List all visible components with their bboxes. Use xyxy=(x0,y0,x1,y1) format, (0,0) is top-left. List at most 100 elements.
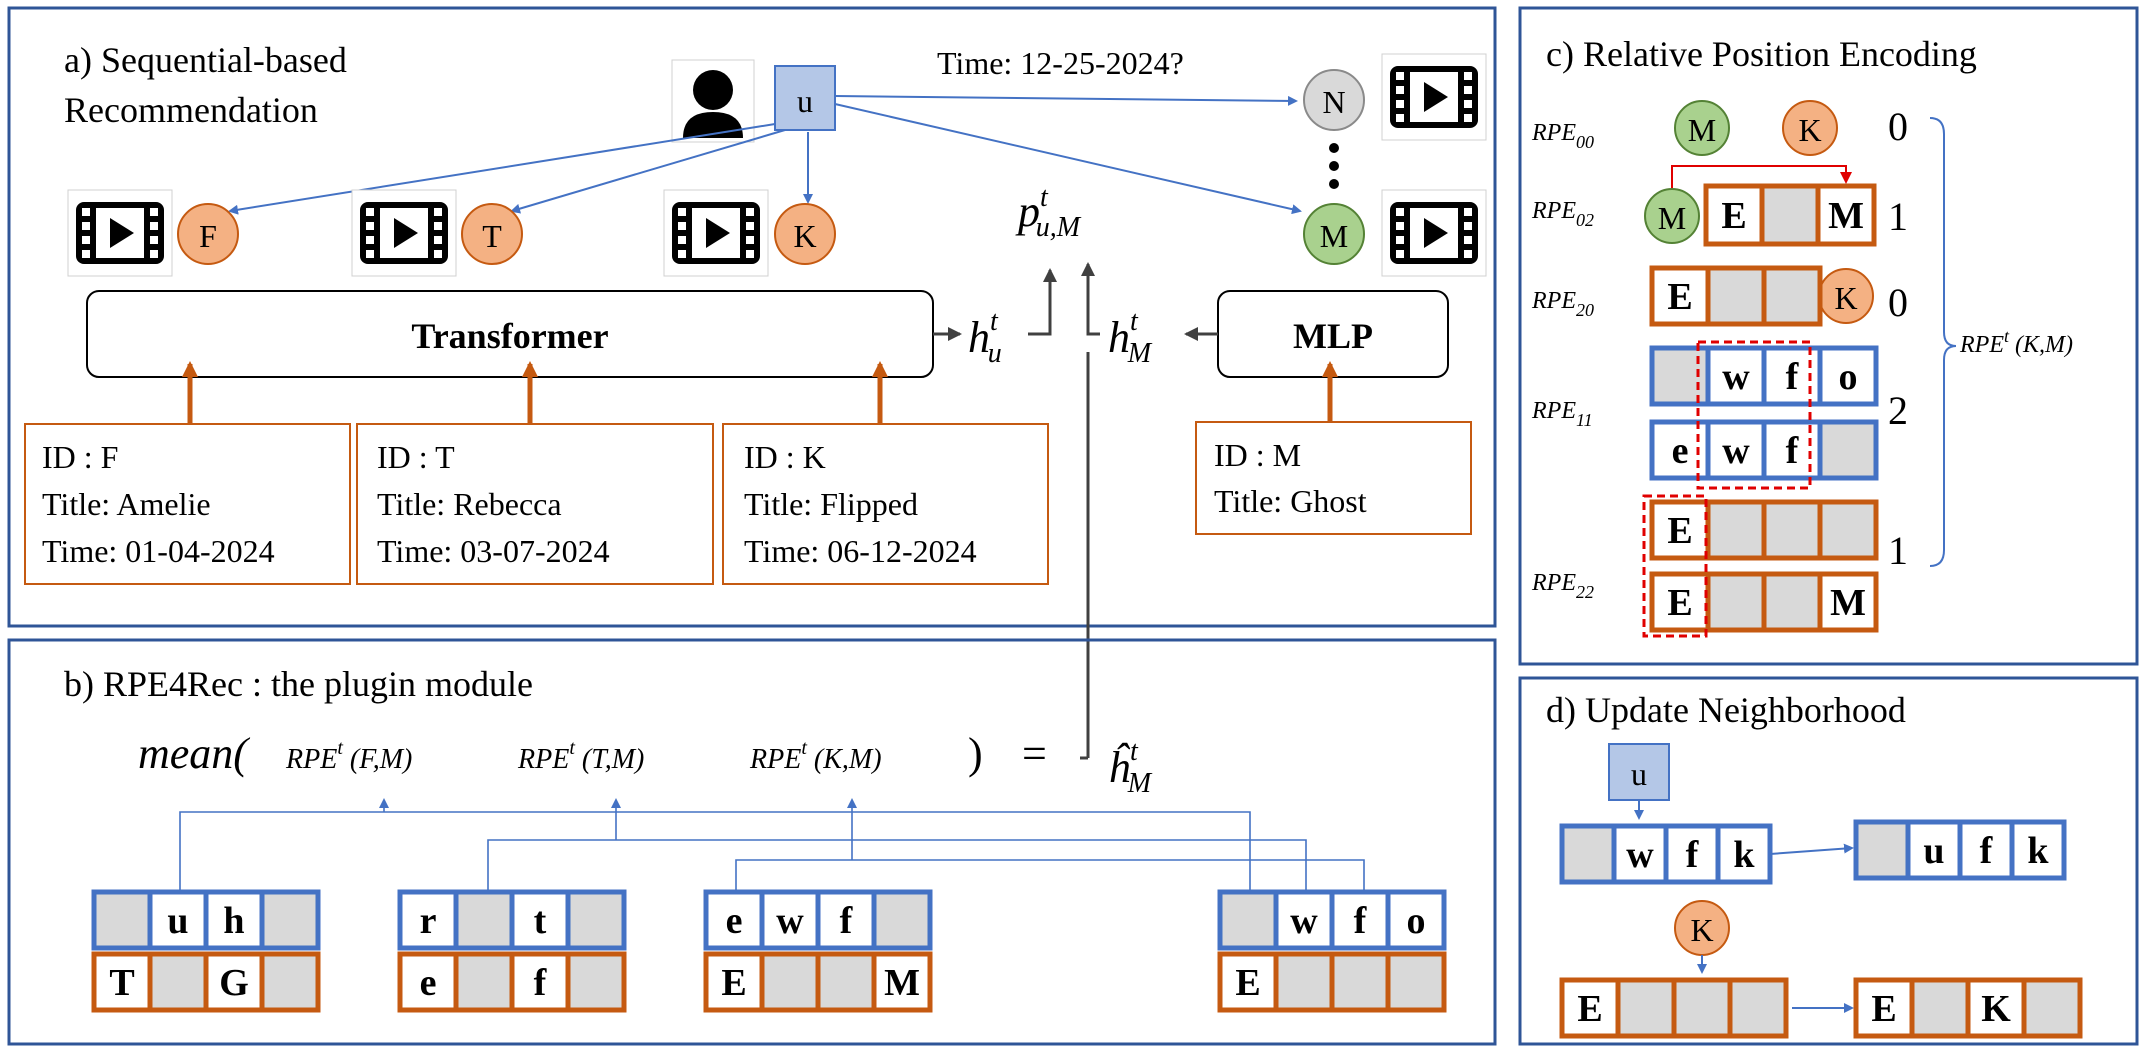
svg-text:ID : M: ID : M xyxy=(1214,437,1301,473)
grid-cell xyxy=(1329,951,1391,1013)
grid-item-row: E xyxy=(1217,951,1447,1013)
grid-cell-label: M xyxy=(884,962,920,1004)
rpe-value-00: 0 xyxy=(1888,104,1908,149)
grid-cell xyxy=(259,951,321,1013)
mean-close: ) xyxy=(968,729,983,778)
ellipsis-dots xyxy=(1329,143,1339,189)
panel-d-title: d) Update Neighborhood xyxy=(1546,690,1906,730)
grid-cell xyxy=(1663,823,1721,885)
grid-cell xyxy=(565,889,627,951)
grid-cell-label: o xyxy=(1407,900,1426,942)
grid-cell-label: u xyxy=(167,900,188,942)
grid-cell xyxy=(1385,951,1447,1013)
rpe-value-22: 1 xyxy=(1888,528,1908,573)
grid-cell xyxy=(1559,823,1617,885)
grid-cell-label: E xyxy=(1235,962,1260,1004)
item-node-f-label: F xyxy=(199,218,217,254)
grid-cell-label: w xyxy=(776,900,804,942)
panel-c: c) Relative Position Encoding RPE00 RPE0… xyxy=(1518,6,2139,666)
grid-cell xyxy=(1853,977,1915,1039)
time-query: Time: 12-25-2024? xyxy=(937,45,1184,81)
grid-cell-label: w xyxy=(1722,356,1750,398)
grid-cell-label: w xyxy=(1290,900,1318,942)
grid-cell xyxy=(703,951,765,1013)
card-input-arrows xyxy=(182,361,1338,424)
svg-text:Title: Flipped: Title: Flipped xyxy=(744,486,918,522)
update-user-node xyxy=(1608,743,1670,801)
person-icon xyxy=(671,59,755,143)
svg-text:Title: Ghost: Title: Ghost xyxy=(1214,483,1367,519)
rpe-term-k: RPEt (K,M) xyxy=(749,737,882,775)
mean-label: mean( xyxy=(138,729,250,778)
rpe-value-02: 1 xyxy=(1888,194,1908,239)
film-icon xyxy=(663,189,769,277)
panel-a-title-line2: Recommendation xyxy=(64,90,318,130)
grid-cell-label: h xyxy=(223,900,244,942)
grid-cell xyxy=(1705,499,1767,561)
grid-cell-label: w xyxy=(1722,430,1750,472)
grid-cell xyxy=(1817,571,1879,633)
svg-text:Time: 03-07-2024: Time: 03-07-2024 xyxy=(377,533,610,569)
grid-cell-label: T xyxy=(109,962,134,1004)
grid-cell xyxy=(759,889,821,951)
grid-cell xyxy=(1761,265,1823,327)
update-bottom-before-row: E xyxy=(1559,977,1789,1039)
grid-cell xyxy=(703,889,765,951)
grid-cell xyxy=(1817,419,1879,481)
grid-cell-label: K xyxy=(1981,988,2011,1030)
grid-cell-label: E xyxy=(1577,988,1602,1030)
rpe00-node-m xyxy=(1674,100,1730,156)
rpe02-red-arrow xyxy=(1671,165,1852,188)
rpe-label-00: RPE00 xyxy=(1531,120,1594,152)
update-item-node-label: K xyxy=(1690,912,1713,948)
grid-cell xyxy=(509,889,571,951)
item-card-t: ID : T Title: Rebecca Time: 03-07-2024 xyxy=(356,423,714,585)
grid-cell xyxy=(1671,977,1733,1039)
grid-cell xyxy=(397,951,459,1013)
grid-cell xyxy=(1817,345,1879,407)
rpe-label-20: RPE20 xyxy=(1531,288,1594,320)
grid-cell xyxy=(1727,977,1789,1039)
grid-cell-label: w xyxy=(1626,834,1654,876)
grid-cell-label: f xyxy=(1980,830,1994,872)
rpe11-highlight xyxy=(1696,340,1812,490)
rpe02-node-m-label: M xyxy=(1658,200,1686,236)
grid-cell xyxy=(1385,889,1447,951)
update-user-node-label: u xyxy=(1631,756,1647,792)
svg-text:Time: 01-04-2024: Time: 01-04-2024 xyxy=(42,533,275,569)
grid-cell-label: M xyxy=(1830,582,1866,624)
panel-b-title: b) RPE4Rec : the plugin module xyxy=(64,664,533,704)
grid-cell-label: E xyxy=(1721,195,1746,237)
panel-c-title: c) Relative Position Encoding xyxy=(1546,34,1977,74)
brace xyxy=(1929,117,1957,567)
grid-cell xyxy=(1817,499,1879,561)
svg-text:Time: 06-12-2024: Time: 06-12-2024 xyxy=(744,533,977,569)
grid-cell xyxy=(1273,889,1335,951)
grid-cell xyxy=(565,951,627,1013)
grid-cell xyxy=(147,951,209,1013)
grid-cell xyxy=(1909,977,1971,1039)
grid-cell-label: M xyxy=(1828,195,1864,237)
grid-cell xyxy=(1649,345,1711,407)
film-icon xyxy=(67,189,173,277)
rpe-label-11: RPE11 xyxy=(1531,398,1593,430)
user-node-label: u xyxy=(797,83,813,119)
grid-cell-label: E xyxy=(1871,988,1896,1030)
rpe22-top-row: E xyxy=(1649,499,1879,561)
grid-cell xyxy=(1273,951,1335,1013)
rpe-term-t: RPEt (T,M) xyxy=(517,737,644,775)
grid-cell xyxy=(203,951,265,1013)
candidate-card-m: ID : M Title: Ghost xyxy=(1195,421,1472,535)
